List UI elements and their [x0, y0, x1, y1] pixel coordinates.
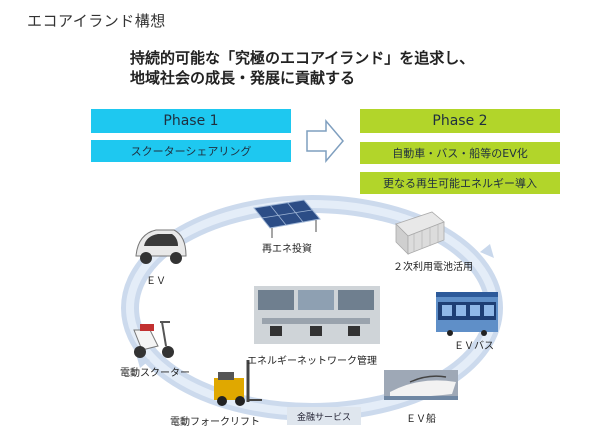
label-ev-bus: ＥＶバス [454, 341, 494, 352]
forklift-icon [214, 360, 262, 406]
label-energy-network: エネルギーネットワーク管理 [247, 356, 377, 367]
page-title: エコアイランド構想 [27, 12, 166, 30]
label-ev: ＥＶ [146, 276, 166, 287]
label-scooter: 電動スクーター [120, 368, 190, 379]
ev-ship-icon [384, 370, 458, 400]
phase2-item-renewables: 更なる再生可能エネルギー導入 [360, 172, 560, 194]
label-renewable-investment: 再エネ投資 [262, 244, 312, 255]
label-forklift: 電動フォークリフト [170, 417, 260, 428]
ev-car-icon [135, 229, 187, 264]
battery-rack-icon [395, 211, 445, 255]
phase1-title: Phase 1 [91, 109, 291, 133]
phase2-item-ev-conversion: 自動車・バス・船等のEV化 [360, 142, 560, 164]
headline-line-2: 地域社会の成長・発展に貢献する [130, 69, 356, 87]
phase-arrow-icon [306, 118, 344, 164]
headline-line-1: 持続的可能な「究極のエコアイランド」を追求し、 [130, 49, 475, 67]
phase2-title: Phase 2 [360, 109, 560, 133]
label-battery-reuse: ２次利用電池活用 [393, 262, 473, 273]
ev-bus-icon [436, 292, 498, 336]
label-ev-ship: ＥＶ船 [406, 414, 436, 425]
phase1-item-scooter-sharing: スクーターシェアリング [91, 140, 291, 162]
scooter-icon [133, 321, 174, 358]
control-room-icon [254, 286, 380, 344]
label-finance-service: 金融サービス [287, 407, 361, 425]
solar-panel-icon [253, 199, 321, 238]
